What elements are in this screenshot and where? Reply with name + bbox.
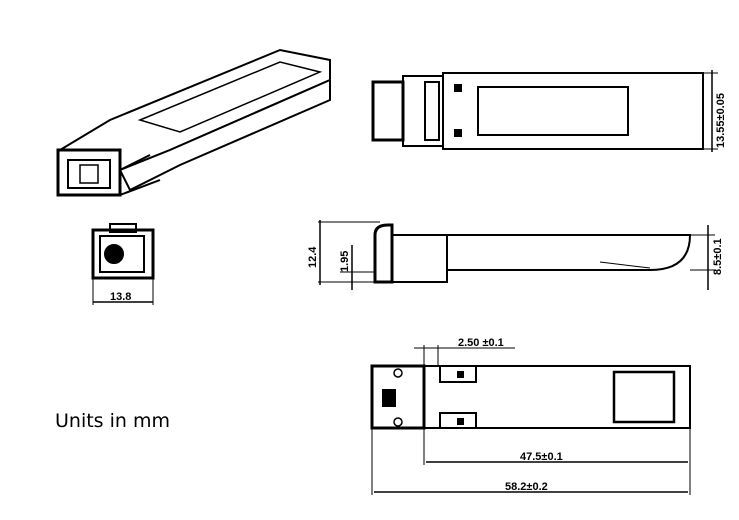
dim-side-height: 12.4 bbox=[307, 246, 319, 268]
isometric-view bbox=[56, 48, 331, 197]
dim-latch-offset: 2.50 ±0.1 bbox=[458, 337, 504, 349]
front-view: 13.8 bbox=[91, 223, 155, 305]
dim-front-width: 13.8 bbox=[110, 291, 131, 303]
dim-body-thickness: 8.5±0.1 bbox=[712, 238, 724, 275]
dim-total-length: 58.2±0.2 bbox=[505, 481, 548, 493]
dim-top-width: 13.55±0.05 bbox=[715, 93, 727, 148]
dim-side-offset: 1.95 bbox=[339, 251, 351, 272]
units-note: Units in mm bbox=[55, 410, 170, 432]
bottom-view: 2.50 ±0.1 47.5±0.1 58.2±0.2 bbox=[370, 337, 691, 495]
top-view: 13.55±0.05 bbox=[371, 70, 727, 152]
dim-body-length: 47.5±0.1 bbox=[520, 451, 563, 463]
side-view: 12.4 1.95 8.5±0.1 bbox=[307, 220, 724, 290]
